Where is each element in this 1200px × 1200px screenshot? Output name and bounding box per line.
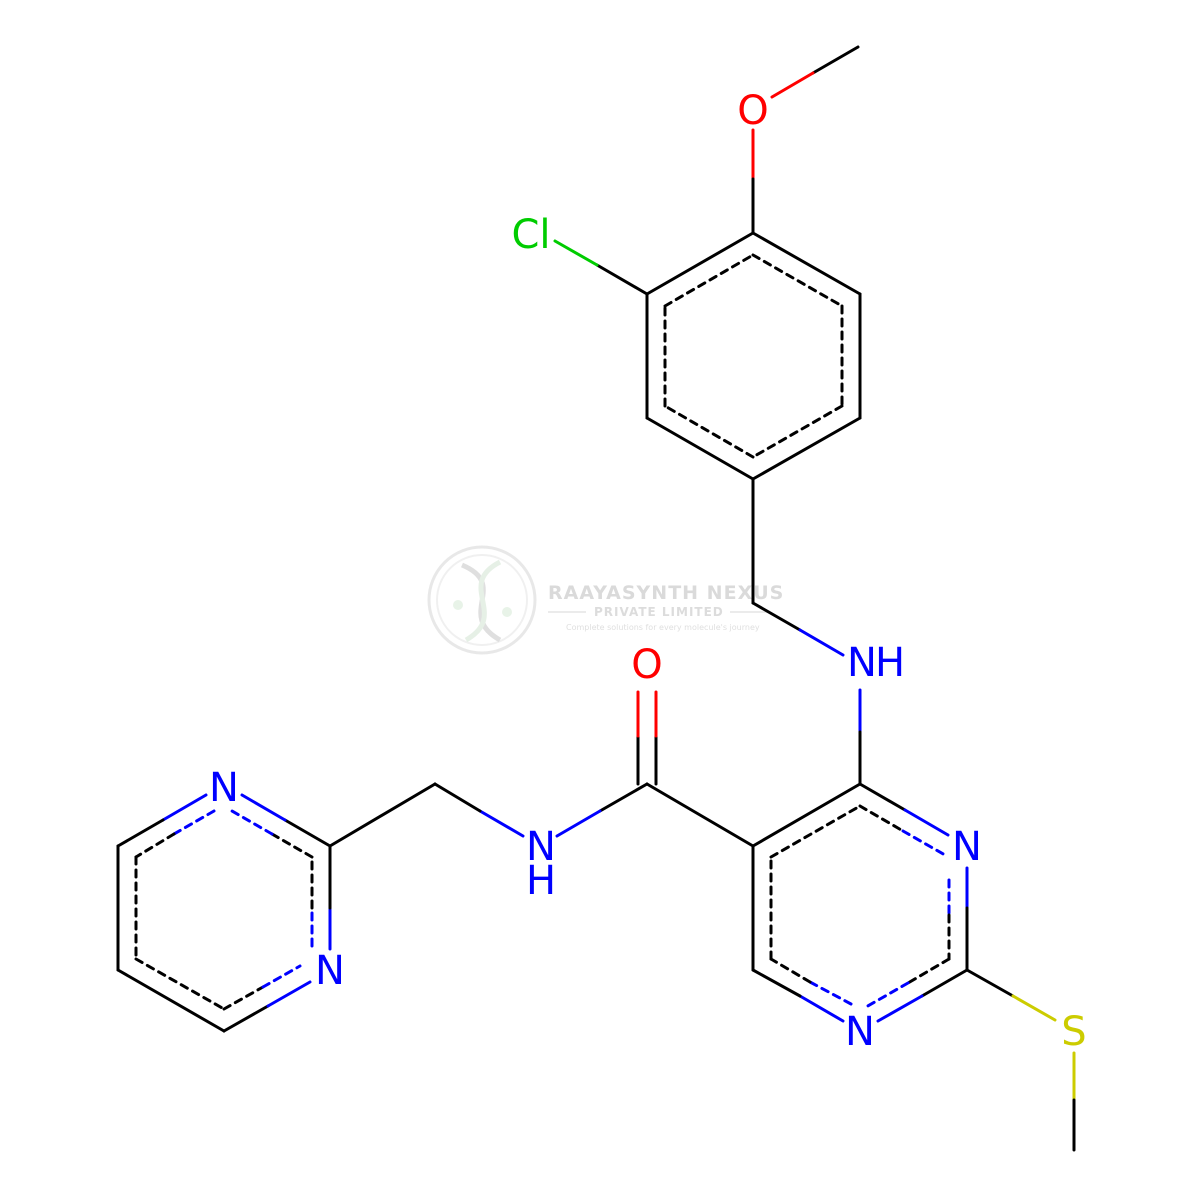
bond-ring-carbonyl bbox=[645, 782, 755, 848]
amine-hydrogen-label: H bbox=[875, 640, 905, 686]
pyrimidinyl-n3-label: N bbox=[315, 948, 345, 994]
bond-methyl-o bbox=[811, 45, 860, 75]
pyrimidine-core-ring bbox=[751, 782, 969, 1023]
watermark-subtitle: PRIVATE LIMITED bbox=[594, 605, 724, 619]
bonds bbox=[116, 45, 1076, 1152]
bond-ch2-nh bbox=[751, 601, 802, 632]
methoxy-oxygen-label: O bbox=[737, 88, 768, 134]
bond-aryl-cl-green bbox=[553, 239, 599, 267]
bond-carbonyl-nh bbox=[598, 782, 649, 813]
carbonyl-oxygen-label: O bbox=[631, 642, 662, 688]
bond-ch2-nh-blue bbox=[798, 628, 845, 657]
pyrimidine-n1-label: N bbox=[845, 1009, 875, 1055]
watermark-tagline: Complete solutions for every molecule's … bbox=[566, 623, 760, 632]
bond-ch2-pyrimidinyl bbox=[328, 782, 437, 848]
atom-labels: O Cl N H O N H N N S N N bbox=[209, 88, 1087, 1055]
pyrimidine-n3-label: N bbox=[952, 824, 982, 870]
watermark-company: RAAYASYNTH NEXUS bbox=[548, 582, 784, 604]
amine-nitrogen-label: N bbox=[847, 640, 877, 686]
pyrimidinyl-ring bbox=[116, 793, 332, 1033]
chlorine-label: Cl bbox=[511, 212, 550, 258]
sulfur-label: S bbox=[1061, 1009, 1086, 1055]
bond-nh-ch2 bbox=[433, 782, 482, 813]
bond-methyl-o-red bbox=[770, 71, 815, 99]
bond-c2-s bbox=[965, 968, 1015, 998]
benzene-ring bbox=[645, 231, 862, 481]
pyrimidinyl-n1-label: N bbox=[209, 765, 239, 811]
amide-nitrogen-label: N bbox=[526, 824, 556, 870]
watermark: RAAYASYNTH NEXUS PRIVATE LIMITED Complet… bbox=[427, 545, 784, 655]
dna-helix-logo-icon bbox=[427, 545, 537, 655]
amide-hydrogen-label: H bbox=[526, 858, 556, 904]
bond-c2-s-yellow bbox=[1011, 994, 1057, 1022]
bond-carbonyl-nh-blue bbox=[555, 809, 602, 838]
bond-nh-ch2-blue bbox=[478, 809, 525, 838]
bond-aryl-cl bbox=[595, 263, 649, 296]
